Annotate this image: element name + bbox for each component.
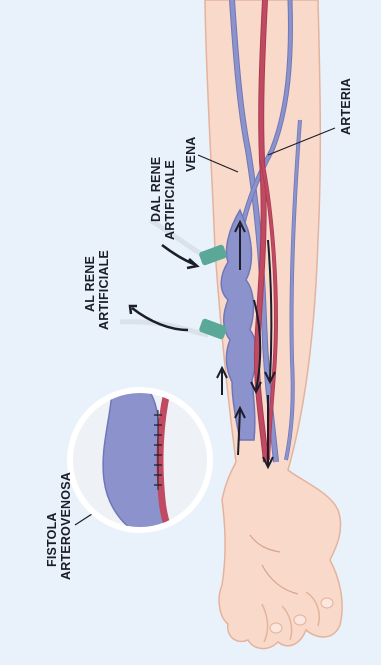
label-fistola-1: FISTOLA [45, 512, 59, 567]
fingernail [321, 598, 333, 608]
label-dal-rene-1: DAL RENE [149, 157, 163, 222]
label-fistola-2: ARTEROVENOSA [59, 472, 73, 580]
label-vena: VENA [184, 136, 198, 172]
fingernail [294, 615, 306, 625]
tube-to-machine [120, 322, 208, 335]
fingernail [270, 623, 282, 633]
label-dal-rene-2: ARTIFICIALE [163, 160, 177, 240]
label-al-rene-2: ARTIFICIALE [97, 250, 111, 330]
dilated-vein [221, 210, 256, 440]
label-arteria: ARTERIA [339, 78, 353, 135]
tube-from-machine [150, 220, 208, 258]
label-al-rene-1: AL RENE [83, 256, 97, 312]
